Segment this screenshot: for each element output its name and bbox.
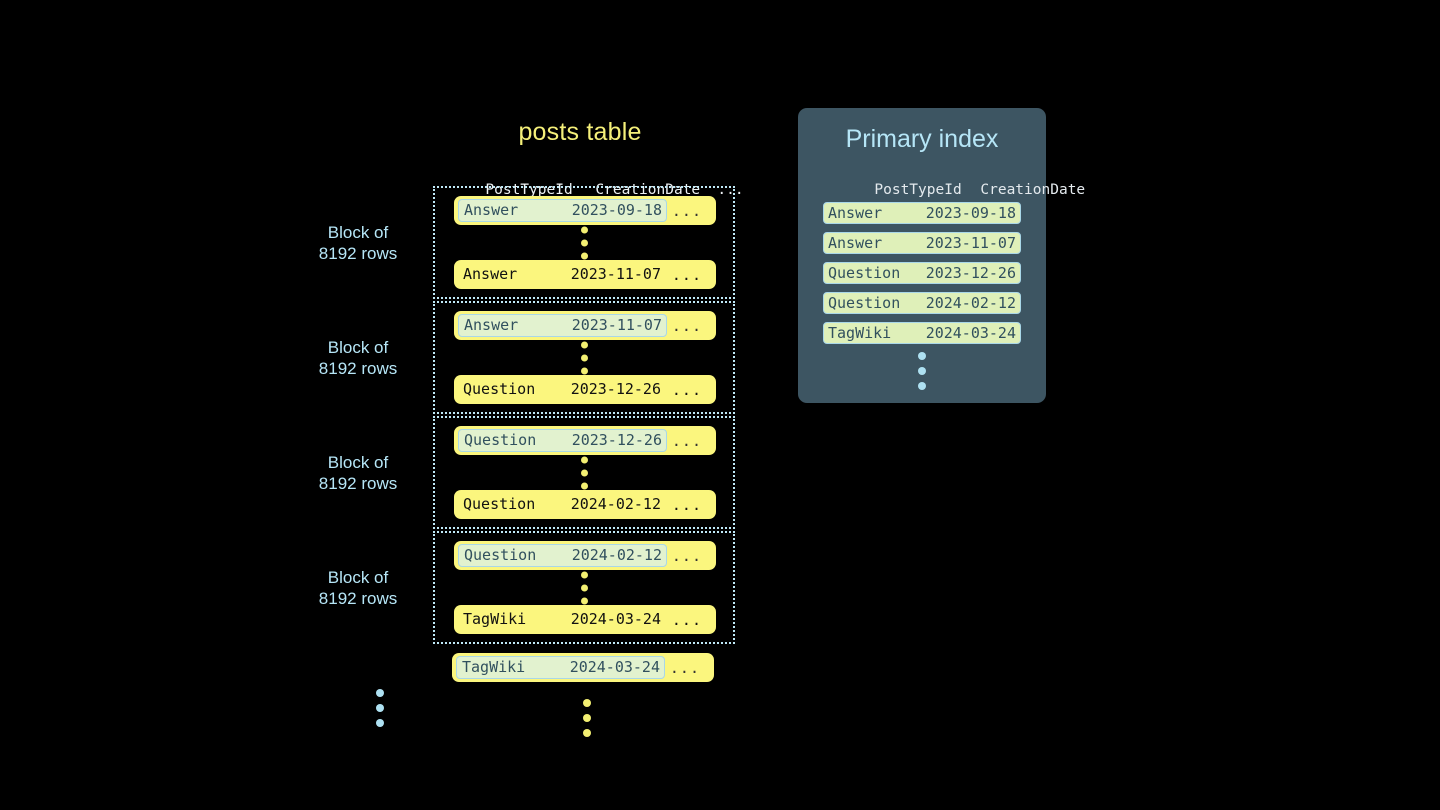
index-creation-date: 2023-09-18	[925, 204, 1016, 222]
row-post-type-id: Answer	[464, 201, 519, 219]
index-post-type-id: Answer	[828, 234, 883, 252]
index-creation-date: 2023-12-26	[925, 264, 1016, 282]
index-row[interactable]: Answer 2023-09-18	[823, 202, 1021, 224]
table-row[interactable]: Answer 2023-11-07 ...	[454, 311, 716, 340]
row-post-type-id: TagWiki	[463, 610, 527, 628]
row-key: TagWiki 2024-03-24	[458, 609, 665, 630]
index-row[interactable]: Question 2024-02-12	[823, 292, 1021, 314]
row-creation-date: 2024-02-12	[571, 546, 662, 564]
row-key: Question 2024-02-12	[458, 494, 665, 515]
row-creation-date: 2024-03-24	[569, 658, 660, 676]
table-row[interactable]: Question 2024-02-12 ...	[454, 541, 716, 570]
row-key-highlight: Answer 2023-09-18	[458, 199, 667, 222]
row-key-highlight: Answer 2023-11-07	[458, 314, 667, 337]
row-ellipsis: ...	[671, 380, 702, 399]
table-row[interactable]: Question 2023-12-26 ...	[454, 375, 716, 404]
row-ellipsis: ...	[671, 431, 702, 450]
row-key: Question 2023-12-26	[458, 379, 665, 400]
primary-index-rows: Answer 2023-09-18 Answer 2023-11-07 Questi…	[823, 202, 1021, 352]
row-post-type-id: Question	[464, 546, 537, 564]
column-header-creation-date: CreationDate	[980, 182, 1086, 198]
row-creation-date: 2024-03-24	[570, 610, 661, 628]
index-row[interactable]: TagWiki 2024-03-24	[823, 322, 1021, 344]
block-label: Block of 8192 rows	[293, 337, 423, 379]
block-of-rows: Block of 8192 rows Question 2023-12-26 ..…	[319, 416, 735, 529]
index-post-type-id: TagWiki	[828, 324, 892, 342]
row-creation-date: 2023-12-26	[571, 431, 662, 449]
index-post-type-id: Question	[828, 294, 901, 312]
block-label-line1: Block of	[327, 452, 389, 472]
table-row[interactable]: Question 2023-12-26 ...	[454, 426, 716, 455]
bottom-continuation-dots	[376, 689, 735, 753]
block-label: Block of 8192 rows	[293, 222, 423, 264]
row-ellipsis: ...	[671, 316, 702, 335]
primary-index-panel: Primary index PostTypeId CreationDate Ans…	[798, 108, 1085, 403]
blocks-continuation-dots	[376, 689, 384, 727]
row-ellipsis: ...	[669, 658, 700, 677]
index-creation-date: 2023-11-07	[925, 234, 1016, 252]
table-row[interactable]: TagWiki 2024-03-24 ...	[452, 653, 714, 682]
row-continuation-dots	[435, 341, 733, 374]
row-post-type-id: Question	[463, 380, 536, 398]
column-header-post-type-id: PostTypeId	[874, 182, 962, 198]
rows-continuation-dots	[583, 699, 591, 737]
row-creation-date: 2023-11-07	[571, 316, 662, 334]
row-post-type-id: Answer	[463, 265, 518, 283]
block-label-line2: 8192 rows	[318, 588, 398, 608]
index-row[interactable]: Answer 2023-11-07	[823, 232, 1021, 254]
row-key-highlight: TagWiki 2024-03-24	[456, 656, 665, 679]
block-label-line1: Block of	[327, 222, 389, 242]
table-row[interactable]: Answer 2023-09-18 ...	[454, 196, 716, 225]
block-label-line1: Block of	[327, 567, 389, 587]
block-label-line2: 8192 rows	[318, 243, 398, 263]
row-post-type-id: Question	[463, 495, 536, 513]
index-creation-date: 2024-03-24	[925, 324, 1016, 342]
row-post-type-id: TagWiki	[462, 658, 526, 676]
row-continuation-dots	[435, 456, 733, 489]
block-label-line2: 8192 rows	[318, 473, 398, 493]
primary-index-column-headers: PostTypeId CreationDate	[822, 166, 1086, 214]
row-creation-date: 2023-12-26	[570, 380, 661, 398]
index-post-type-id: Question	[828, 264, 901, 282]
index-continuation-dots	[798, 352, 1046, 390]
row-post-type-id: Question	[464, 431, 537, 449]
row-ellipsis: ...	[671, 546, 702, 565]
block-label-line2: 8192 rows	[318, 358, 398, 378]
trailing-row-wrapper: TagWiki 2024-03-24 ...	[433, 653, 735, 693]
index-creation-date: 2024-02-12	[925, 294, 1016, 312]
row-creation-date: 2024-02-12	[570, 495, 661, 513]
index-post-type-id: Answer	[828, 204, 883, 222]
block-label: Block of 8192 rows	[293, 567, 423, 609]
primary-index-title: Primary index	[845, 125, 999, 153]
block-label: Block of 8192 rows	[293, 452, 423, 494]
row-ellipsis: ...	[671, 495, 702, 514]
row-ellipsis: ...	[671, 610, 702, 629]
row-key: Answer 2023-11-07	[458, 264, 665, 285]
table-row[interactable]: TagWiki 2024-03-24 ...	[454, 605, 716, 634]
row-creation-date: 2023-09-18	[571, 201, 662, 219]
row-post-type-id: Answer	[464, 316, 519, 334]
block-of-rows: Block of 8192 rows Question 2024-02-12 ..…	[319, 531, 735, 644]
row-key-highlight: Question 2024-02-12	[458, 544, 667, 567]
index-row[interactable]: Question 2023-12-26	[823, 262, 1021, 284]
row-continuation-dots	[435, 226, 733, 259]
table-row[interactable]: Answer 2023-11-07 ...	[454, 260, 716, 289]
row-creation-date: 2023-11-07	[570, 265, 661, 283]
row-ellipsis: ...	[671, 265, 702, 284]
posts-table-title: posts table	[518, 118, 642, 146]
table-row[interactable]: Question 2024-02-12 ...	[454, 490, 716, 519]
row-continuation-dots	[435, 571, 733, 604]
row-key-highlight: Question 2023-12-26	[458, 429, 667, 452]
row-ellipsis: ...	[671, 201, 702, 220]
block-label-line1: Block of	[327, 337, 389, 357]
